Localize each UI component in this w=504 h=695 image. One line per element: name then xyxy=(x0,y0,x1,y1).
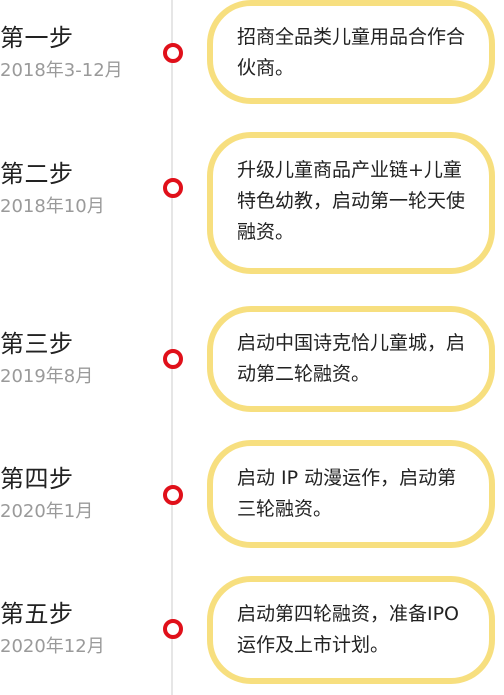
timeline-dot xyxy=(163,485,183,505)
step-bubble: 招商全品类儿童用品合作合伙商。 xyxy=(207,0,495,104)
step-date: 2018年10月 xyxy=(0,196,105,217)
step-title: 第二步 xyxy=(0,160,74,188)
step-date: 2020年1月 xyxy=(0,501,94,522)
timeline-line xyxy=(171,0,173,695)
step-date: 2018年3-12月 xyxy=(0,60,123,81)
timeline-dot xyxy=(163,43,183,63)
timeline-dot xyxy=(163,619,183,639)
timeline-dot xyxy=(163,349,183,369)
step-date: 2019年8月 xyxy=(0,366,94,387)
step-bubble: 启动第四轮融资，准备IPO运作及上市计划。 xyxy=(207,576,495,684)
step-title: 第四步 xyxy=(0,465,74,493)
step-description: 招商全品类儿童用品合作合伙商。 xyxy=(237,26,466,79)
step-title: 第五步 xyxy=(0,600,74,628)
step-bubble: 启动 IP 动漫运作，启动第三轮融资。 xyxy=(207,440,495,548)
step-bubble: 启动中国诗克恰儿童城，启动第二轮融资。 xyxy=(207,306,495,412)
step-description: 升级儿童商品产业链+儿童特色幼教，启动第一轮天使融资。 xyxy=(237,159,466,243)
step-date: 2020年12月 xyxy=(0,636,105,657)
step-bubble: 升级儿童商品产业链+儿童特色幼教，启动第一轮天使融资。 xyxy=(207,132,495,274)
step-description: 启动 IP 动漫运作，启动第三轮融资。 xyxy=(237,467,457,520)
step-title: 第三步 xyxy=(0,330,74,358)
step-title: 第一步 xyxy=(0,24,74,52)
timeline-dot xyxy=(163,178,183,198)
step-description: 启动中国诗克恰儿童城，启动第二轮融资。 xyxy=(237,332,466,385)
step-description: 启动第四轮融资，准备IPO运作及上市计划。 xyxy=(237,603,460,656)
